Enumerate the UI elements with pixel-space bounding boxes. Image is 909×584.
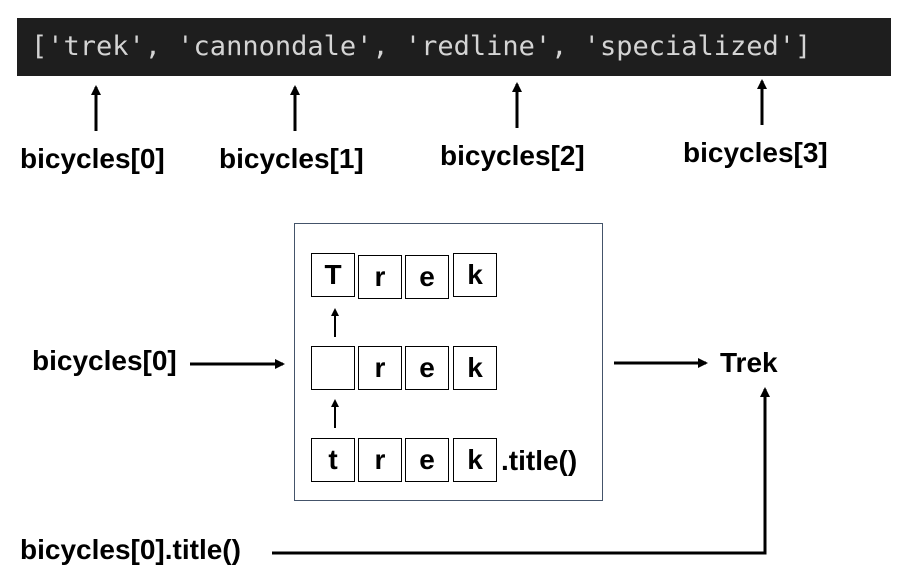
index-label-2: bicycles[2] <box>440 140 585 171</box>
char-cell-middle-1: r <box>358 346 402 390</box>
char-cell-middle-2: e <box>405 346 449 390</box>
char-cell-middle-0 <box>311 346 355 390</box>
char-cell-bottom-1: r <box>358 438 402 482</box>
input-label: bicycles[0] <box>32 345 177 376</box>
code-output-bar: ['trek', 'cannondale', 'redline', 'speci… <box>17 18 891 76</box>
char-cell-bottom-2: e <box>405 438 449 482</box>
char-cell-top-1: r <box>358 255 402 299</box>
char-cell-middle-3: k <box>453 346 497 390</box>
output-label: Trek <box>720 347 778 378</box>
index-label-1: bicycles[1] <box>219 143 364 174</box>
index-label-0: bicycles[0] <box>20 143 165 174</box>
char-cell-top-0: T <box>311 253 355 297</box>
char-cell-bottom-3: k <box>453 438 497 482</box>
title-method-label: .title() <box>501 445 578 476</box>
char-cell-top-2: e <box>405 255 449 299</box>
char-cell-top-3: k <box>453 253 497 297</box>
call-label: bicycles[0].title() <box>20 534 241 565</box>
char-cell-bottom-0: t <box>311 438 355 482</box>
index-label-3: bicycles[3] <box>683 137 828 168</box>
